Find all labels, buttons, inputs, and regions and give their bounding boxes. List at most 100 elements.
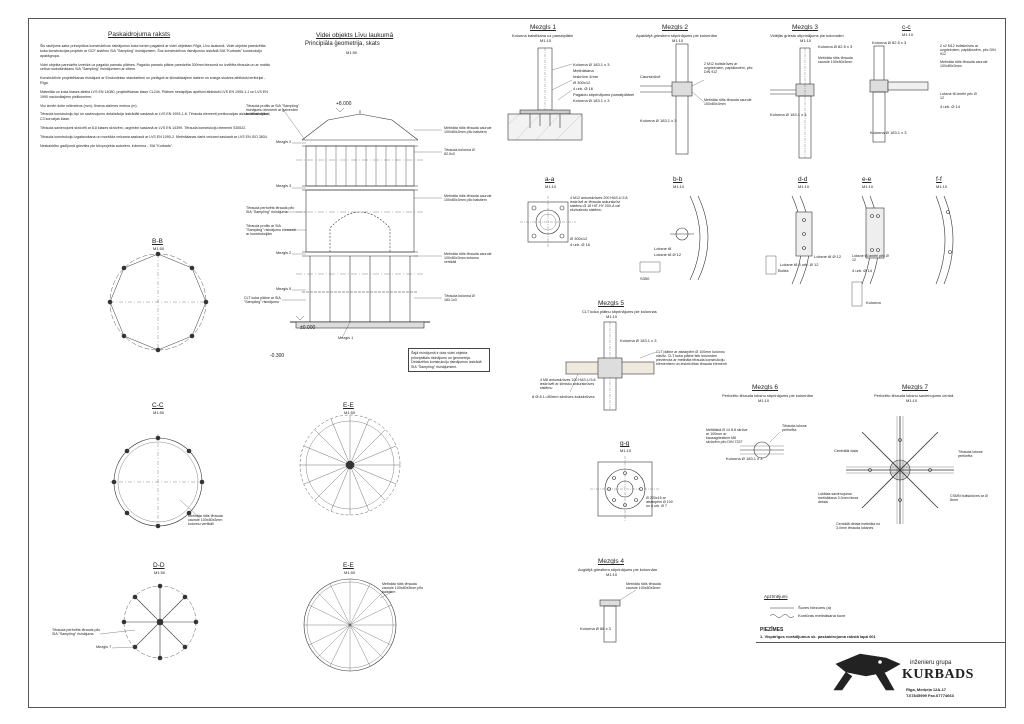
company-phone: T.67845999 Fax.67774663 bbox=[906, 693, 954, 698]
node-cc-label-5: 4 urb. Ø 14 bbox=[940, 104, 961, 109]
company-logo bbox=[833, 653, 901, 691]
node-6-drawing bbox=[740, 431, 784, 459]
elev-label-12: Metināta rūtis tērauda caurule 100x80x3m… bbox=[444, 194, 492, 203]
node-2-label-3: Metināta rūtis tērauda caurule 100x80x3m… bbox=[704, 98, 752, 107]
node-7-label-2: Tērauda loksne perforēta bbox=[958, 450, 983, 459]
node-4-drawing bbox=[599, 589, 637, 643]
node-3-label-1: Kolonna Ø 82.5 x 3 bbox=[818, 44, 853, 49]
note-paragraph-3: Konstruktīvie projektēšanas risinājumi a… bbox=[40, 76, 266, 86]
note-paragraph-8: Tērauda konstrukciju izgatavošana un mon… bbox=[40, 134, 268, 139]
section-ee-radial-drawing bbox=[299, 414, 401, 516]
elev-label-8: CLT koka plātne ar SIA "Sampling" risinā… bbox=[244, 296, 281, 305]
node-bb-scale: M1:10 bbox=[673, 184, 685, 189]
tower-elevation bbox=[281, 107, 442, 339]
node-ee-label-1: Loksne t8 izmēri pēc Ø 12 bbox=[852, 254, 889, 263]
node-2-label-1: 2 M12 bultskrūves ar uzgriežņiem, paplāk… bbox=[704, 62, 753, 75]
sheet-border bbox=[28, 18, 1006, 708]
note-paragraph-1: Šis rasējums satur principiālus konstruk… bbox=[40, 44, 266, 58]
section-dd-drawing bbox=[99, 583, 199, 661]
node-7-drawing bbox=[846, 416, 954, 524]
node-cc-label-1: Kolonna Ø 82.5 x 3 bbox=[872, 40, 907, 45]
elev-label-10: Metināta rūtis tērauda caurule 100x80x3m… bbox=[444, 126, 492, 135]
node-1-drawing bbox=[507, 47, 583, 141]
node-7-scale: M1:10 bbox=[906, 398, 918, 403]
node-dd-label-1: Loksne t8 Ø 12 bbox=[814, 254, 842, 259]
node-gg-scale: M1:10 bbox=[620, 448, 632, 453]
elev-label-7: Mezgls 5 bbox=[276, 287, 292, 291]
node-4-label-1: Metināta rūtis tērauda caurule 100x80x3m… bbox=[626, 582, 661, 591]
level-zero: ±0.000 bbox=[300, 325, 316, 331]
node-5-scale: M1:10 bbox=[606, 314, 618, 319]
note-paragraph-5: Visi izmēri dotie milimetros (mm); līmeņ… bbox=[40, 103, 138, 108]
elev-label-11: Tērauda kolonna Ø 82.5x3 bbox=[444, 148, 475, 157]
elev-label-9: Mezgls 1 bbox=[338, 336, 354, 340]
node-1-label-7: Kolonna Ø 183.1 x 3 bbox=[573, 98, 610, 103]
section-bb-drawing bbox=[107, 251, 209, 353]
elev-label-3: Tērauda perforēts tērauds pēc SIA "Sampl… bbox=[246, 206, 295, 215]
legend-item-1: Šuves biezums (a) bbox=[798, 605, 832, 610]
node-4-title: Mezgls 4 bbox=[598, 558, 625, 565]
node-bb-label-2: Loksne t8 Ø 12 bbox=[654, 252, 682, 257]
section-ee-circle-drawing bbox=[303, 578, 397, 672]
node-1-label-5: 4 urb. Ø 16 bbox=[573, 86, 594, 91]
node-1-label-4: Ø 300x12 bbox=[573, 80, 591, 85]
section-cc-drawing bbox=[110, 434, 206, 530]
node-dd-drawing bbox=[765, 195, 813, 285]
node-gg-label-1: Ø 200x16 ar atstarpēm Ø 100 un 8 urb. Ø … bbox=[646, 496, 673, 509]
node-1-label-2: Metināšana bbox=[573, 68, 594, 73]
section-ee2-title: E-E bbox=[343, 562, 354, 569]
section-dd-label-1: Tērauda perforēts tērauds pēc SIA "Sampl… bbox=[52, 628, 101, 637]
node-aa-label-3: 4 urb. Ø 16 bbox=[570, 242, 591, 247]
node-1-sub: Kolonna balstīšana uz pamatplātni bbox=[512, 33, 574, 38]
node-5-label-4: 8 Ø 8 L=80mm skrūves kokskrūves bbox=[532, 394, 595, 399]
node-aa-label-1: 4 M12 ankurskrūves 200 HAS-U 5.8 ieskrūv… bbox=[570, 196, 628, 213]
note-paragraph-7: Tērauda savienojumi skrūvēti ar 8.8 klas… bbox=[40, 126, 247, 131]
node-dd-label-2: Loksne t8 4 urb. Ø 12 bbox=[780, 262, 819, 267]
node-7-label-4: CSMN bultskrūves ar Ø 8mm bbox=[950, 494, 988, 503]
elev-label-2: Mezgls 2 bbox=[276, 140, 292, 144]
company-name: KURBADS bbox=[902, 667, 974, 682]
notes-title: PIEZĪMES bbox=[760, 627, 784, 633]
node-ee-title: e-e bbox=[862, 176, 872, 183]
section-ee2-scale: M1:50 bbox=[344, 570, 356, 575]
note-paragraph-4: Materiāla un koka klases atbilst LVS EN … bbox=[40, 89, 268, 99]
node-2-scale: M1:10 bbox=[672, 38, 684, 43]
node-6-label-3: Kolonna Ø 183.1 x 3 bbox=[726, 456, 763, 461]
node-3-label-2: Metināta rūtis tērauda caurule 100x80x3m… bbox=[818, 56, 853, 65]
node-ff-label-1: Kolonna bbox=[866, 300, 881, 305]
node-1-scale: M1:10 bbox=[540, 38, 552, 43]
node-dd-label-3: Bultra bbox=[778, 268, 789, 273]
section-dd-label-2: Mezgls 7 bbox=[96, 645, 112, 649]
section-dd-title: D-D bbox=[153, 562, 165, 569]
node-5-title: Mezgls 5 bbox=[598, 300, 625, 307]
node-cc-label-2: 2 x2 M12 bultskrūves ar uzgriežņiem, pap… bbox=[940, 44, 996, 57]
elevation-title: Videi objekts Līvu laukumā bbox=[316, 32, 394, 39]
node-6-label-1: Tērauda loksne perforēta bbox=[782, 424, 807, 433]
node-6-scale: M1:10 bbox=[758, 398, 770, 403]
section-ee1-title: E-E bbox=[343, 402, 354, 409]
elev-label-5: Mezgls 3 bbox=[276, 184, 292, 188]
elevation-note-box: Šajā risinājumā ir dots videi objekta pr… bbox=[408, 348, 490, 372]
node-gg-title: g-g bbox=[620, 440, 630, 447]
node-cc-drawing bbox=[869, 45, 929, 143]
notes-text: 1. Vispārīgos norādījumus sk. paskaidroj… bbox=[760, 634, 876, 639]
node-bb-label-1: Loksne t8 bbox=[654, 246, 672, 251]
node-aa-title: a-a bbox=[545, 176, 555, 183]
note-paragraph-2: Videi objekta paredzēts izveidot uz paga… bbox=[40, 62, 271, 72]
elev-label-6: Mezgls 2 bbox=[276, 251, 292, 255]
elevation-subtitle: Principiāla ģeometrija, skats bbox=[305, 41, 380, 47]
node-4-scale: M1:10 bbox=[606, 572, 618, 577]
node-6-label-2: Metāliskā Ø 14 8.8 skrūve ar 100mm ar ka… bbox=[706, 428, 748, 445]
node-aa-label-2: Ø 300x12 bbox=[570, 236, 588, 241]
node-ff-drawing bbox=[935, 195, 954, 285]
node-cc-scale: M1:10 bbox=[902, 32, 914, 37]
node-cc-label-3: Metināta rūtis tērauda caurule 100x80x3m… bbox=[940, 60, 988, 69]
node-ff-scale: M1:10 bbox=[936, 184, 948, 189]
node-aa-scale: M1:10 bbox=[545, 184, 557, 189]
elev-label-1: Tērauda profils ar SIA "Sampling" risinā… bbox=[246, 104, 300, 117]
node-4-label-2: Kolonna Ø 88 x 3 bbox=[580, 626, 611, 631]
company-address: Rīga, Merķeļa 12A-17 bbox=[906, 687, 947, 692]
section-ee1-scale: M1:50 bbox=[344, 410, 356, 415]
node-1-title: Mezgls 1 bbox=[530, 24, 557, 31]
